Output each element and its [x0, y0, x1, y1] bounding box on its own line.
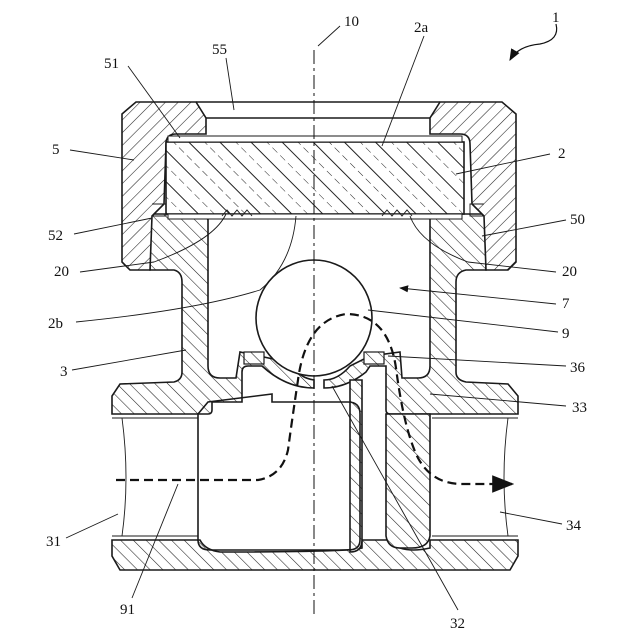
label-2b: 2b — [48, 316, 63, 332]
leader-3 — [72, 350, 186, 370]
label-2: 2 — [558, 146, 566, 162]
sight-glass — [152, 136, 484, 219]
label-2a: 2a — [414, 20, 429, 36]
label-50: 50 — [570, 212, 585, 228]
inlet-bore — [112, 418, 198, 536]
label-32: 32 — [450, 616, 465, 632]
label-51: 51 — [104, 56, 119, 72]
ball-seat-right — [364, 352, 384, 364]
label-10: 10 — [344, 14, 359, 30]
valve-body-bottom-hatched — [112, 540, 518, 570]
label-1: 1 — [552, 10, 560, 26]
label-91: 91 — [120, 602, 135, 618]
leader-9 — [368, 310, 558, 332]
leader-31 — [66, 514, 118, 538]
gasket-bottom — [168, 214, 462, 219]
label-20-left: 20 — [54, 264, 69, 280]
leader-10 — [318, 26, 340, 46]
label-36: 36 — [570, 360, 586, 376]
label-55: 55 — [212, 42, 227, 58]
label-7: 7 — [562, 296, 570, 312]
leader-36 — [388, 356, 566, 366]
label-34: 34 — [566, 518, 582, 534]
outlet-bore — [432, 418, 518, 536]
label-20-right: 20 — [562, 264, 577, 280]
leader-2a — [382, 36, 424, 146]
assembly-arrow-icon — [510, 24, 557, 60]
cap-nut-top-opening — [196, 102, 440, 118]
ball-seat-left — [244, 352, 264, 364]
label-5: 5 — [52, 142, 60, 158]
label-9: 9 — [562, 326, 570, 342]
sight-glass-disc — [166, 142, 464, 214]
label-31: 31 — [46, 534, 61, 550]
leader-34 — [500, 512, 562, 524]
gasket-top — [168, 136, 462, 142]
label-3: 3 — [60, 364, 68, 380]
label-33: 33 — [572, 400, 587, 416]
inlet-chamber — [198, 394, 360, 550]
label-52: 52 — [48, 228, 63, 244]
chamber-pointer-arrow-icon — [400, 288, 556, 304]
